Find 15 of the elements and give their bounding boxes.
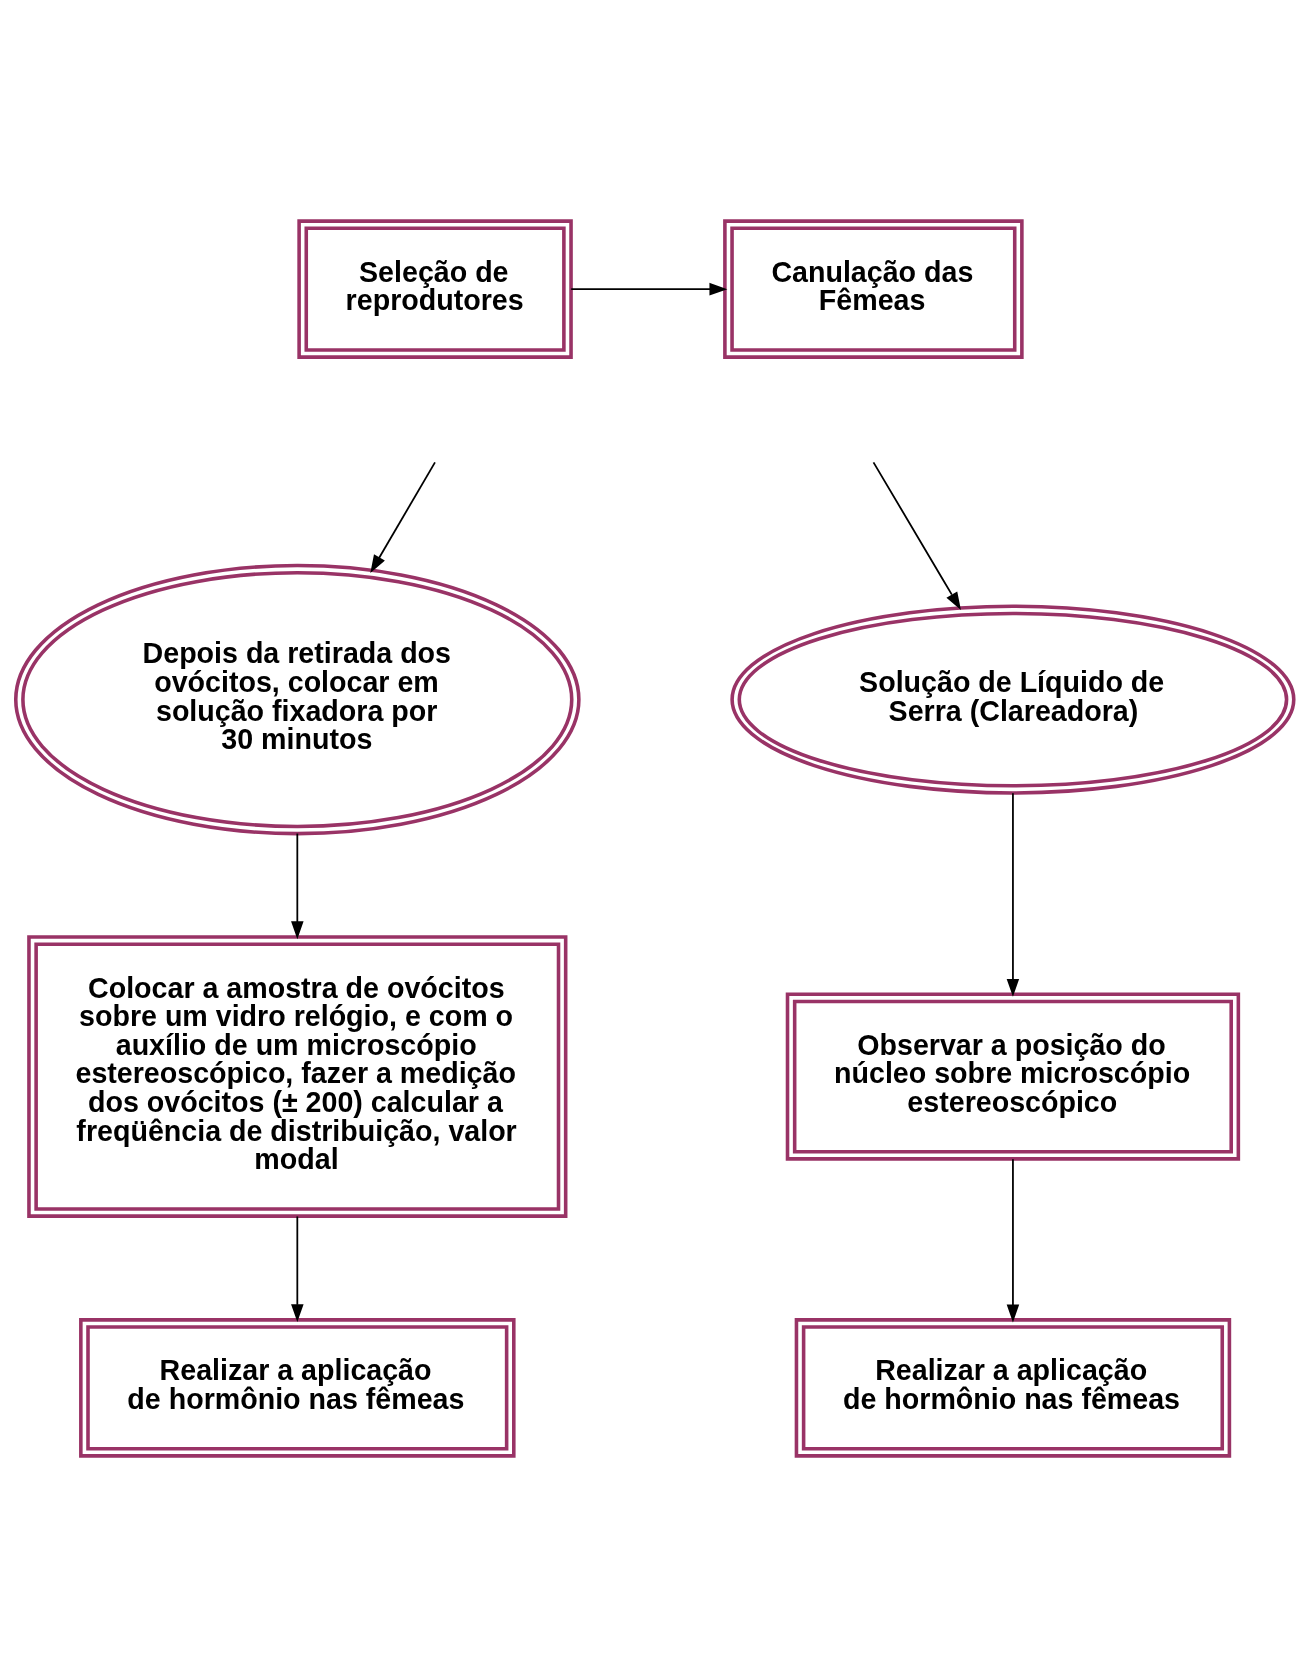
node-ellipse: Solução de Líquido de Serra (Clareadora) [730,604,1296,795]
node-box: Realizar a aplicação de hormônio nas fêmeas [79,1318,516,1458]
arrow [291,832,304,940]
arrow [370,461,436,573]
node-box: Realizar a aplicação de hormônio nas fêmeas [794,1318,1232,1458]
node-box: Seleção de reprodutores [297,219,573,359]
node-ellipse: Depois da retirada dos ovócitos, colocar em solução fixadora por 30 minutos [13,563,581,836]
arrow [872,461,961,610]
node-box: Canulação das Fêmeas [723,219,1024,359]
arrow [291,1215,304,1323]
arrow [570,282,728,296]
arrow [1006,1158,1020,1323]
node-box: Colocar a amostra de ovócitos sobre um vidro relógio, e com o auxílio de um microscópio estereoscópico, fazer a medição dos ovócitos (± 200) calcular a freqüência de distribuição, valor modal [27,935,568,1218]
node-box: Observar a posição do núcleo sobre microscópio estereoscópico [785,992,1241,1161]
arrow [1006,792,1020,997]
